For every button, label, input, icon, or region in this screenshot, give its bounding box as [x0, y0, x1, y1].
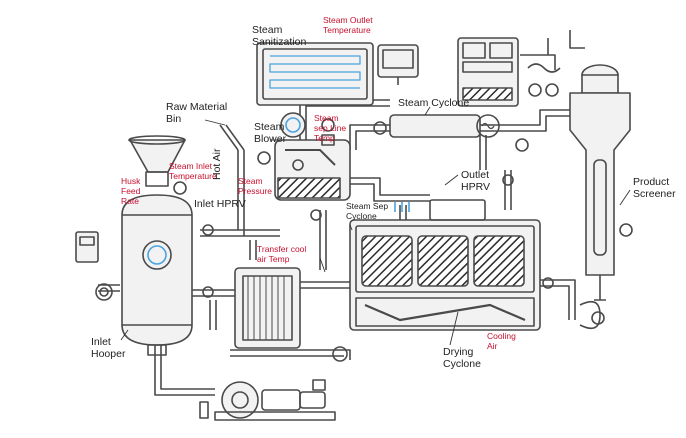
process-diagram: SteamSanitization Steam OutletTemperatur…	[0, 0, 686, 438]
leader-lines	[0, 0, 686, 438]
